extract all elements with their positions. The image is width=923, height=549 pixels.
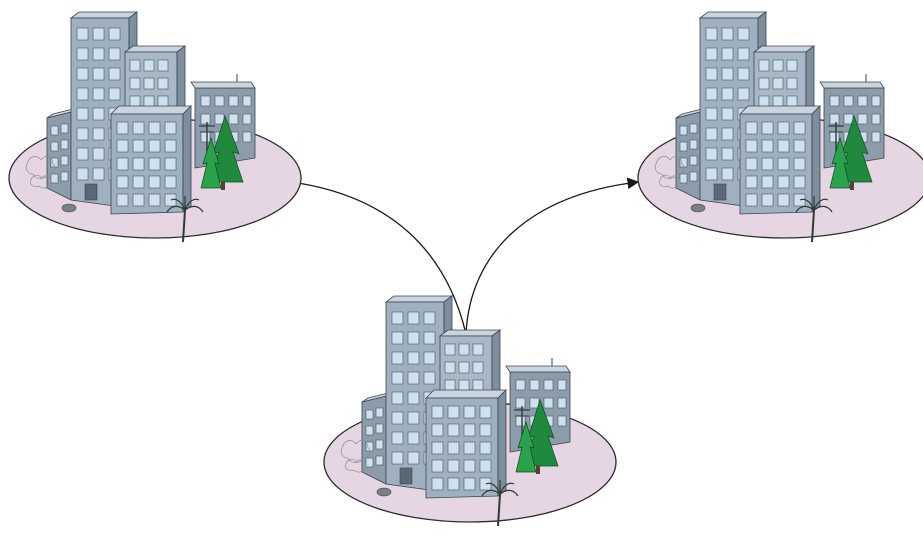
city-block-icon [8, 11, 302, 243]
city-block-icon [323, 295, 617, 527]
city-block-icon [637, 11, 923, 243]
connector-left-to-center [297, 182, 467, 335]
connector-center-to-right [465, 177, 640, 335]
